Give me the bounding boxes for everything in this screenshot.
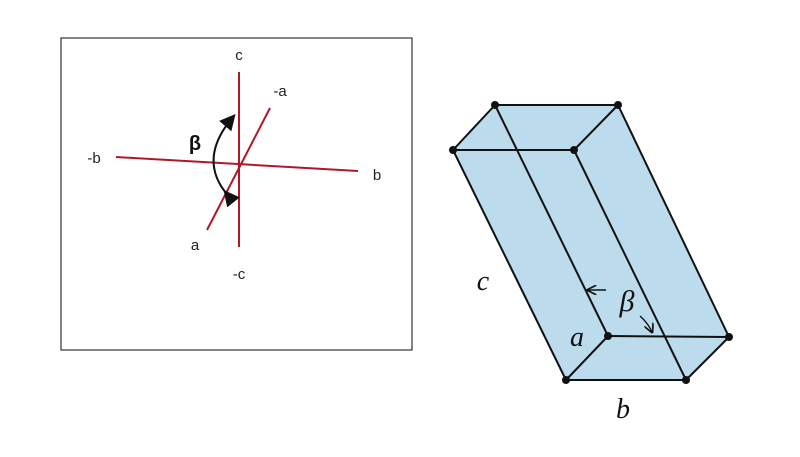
beta-label: β: [189, 133, 201, 155]
cell-vertices: [449, 101, 733, 384]
beta-arrow-right: [639, 315, 652, 332]
edge-label-a: a: [570, 322, 584, 353]
axes-panel: c -c -b b -a a β: [60, 37, 413, 351]
beta-label-cell: β: [619, 285, 635, 318]
axis-label-b: b: [373, 167, 381, 184]
axis-label-a: a: [191, 237, 200, 254]
cell-fill: [453, 105, 729, 380]
axis-label-neg-a: -a: [273, 83, 287, 100]
edge-label-b: b: [616, 394, 630, 425]
axis-label-neg-b: -b: [87, 150, 100, 167]
axis-label-neg-c: -c: [233, 266, 246, 283]
unit-cell-panel: β c a b: [449, 101, 733, 425]
axes-frame: [60, 37, 413, 351]
axis-label-c: c: [235, 47, 243, 64]
edge-label-c: c: [477, 266, 490, 297]
beta-angle-arrow: [212, 113, 240, 208]
cell-edges: [452, 104, 730, 381]
